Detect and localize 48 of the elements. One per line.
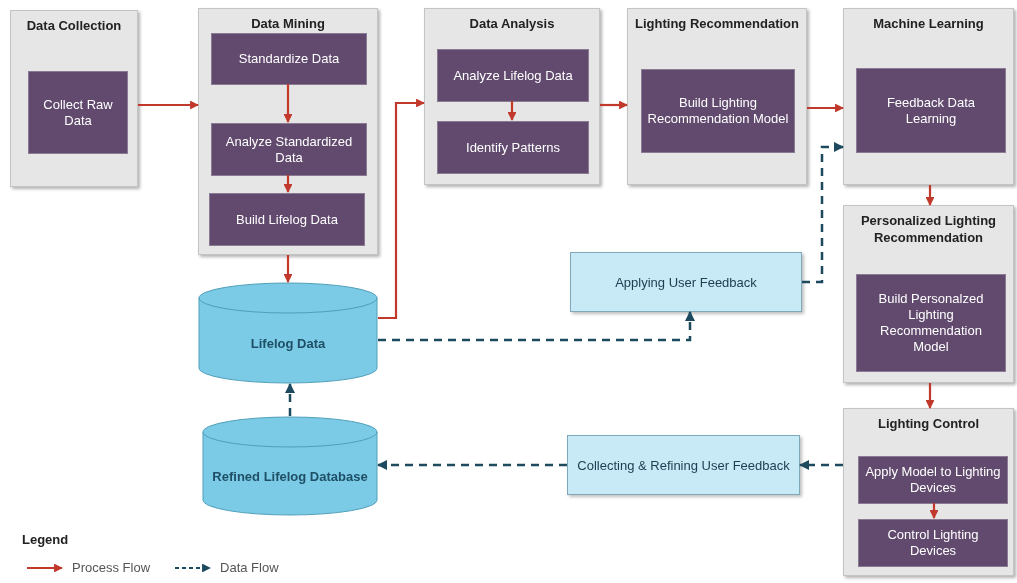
stage-panel — [843, 8, 1014, 185]
arrow — [507, 101, 517, 121]
stage-panel — [198, 8, 378, 255]
process-step: Build Lighting Recommendation Model — [641, 69, 795, 153]
process-box: Applying User Feedback — [570, 252, 802, 312]
legend-title: Legend — [22, 531, 69, 549]
stage-panel — [424, 8, 600, 185]
stage-panel — [843, 205, 1014, 383]
stage-panel — [627, 8, 807, 185]
arrow — [283, 84, 293, 123]
arrow — [802, 142, 844, 284]
process-step: Standardize Data — [211, 33, 367, 85]
arrow — [283, 175, 293, 193]
legend-text: Process Flow — [72, 559, 151, 577]
stage-title: Machine Learning — [872, 15, 985, 32]
process-step: Analyze Lifelog Data — [437, 49, 589, 102]
database-cylinder: Refined Lifelog Database — [202, 416, 378, 516]
arrow — [925, 383, 935, 409]
process-step: Analyze Standardized Data — [211, 123, 367, 176]
process-step: Build Personalzed Lighting Recommendation Model — [856, 274, 1006, 372]
arrow — [285, 383, 295, 416]
arrow — [929, 503, 939, 519]
process-step: Build Lifelog Data — [209, 193, 365, 246]
stage-title: Data Analysis — [468, 15, 556, 32]
stage-panel — [10, 10, 138, 187]
stage-title: Personalized Lighting Recommendation — [859, 212, 998, 246]
arrow — [600, 100, 628, 110]
legend-text: Data Flow — [220, 559, 279, 577]
arrow — [925, 185, 935, 206]
arrow — [378, 98, 425, 320]
stage-title: Data Mining — [250, 15, 326, 32]
process-step: Apply Model to Lighting Devices — [858, 456, 1008, 504]
process-step: Identify Patterns — [437, 121, 589, 174]
process-step: Feedback Data Learning — [856, 68, 1006, 153]
database-cylinder: Lifelog Data — [198, 282, 378, 384]
arrow — [377, 460, 567, 470]
stage-panel — [843, 408, 1014, 576]
arrow — [378, 311, 695, 342]
arrow — [138, 100, 199, 110]
arrow — [807, 103, 844, 113]
arrow — [283, 255, 293, 283]
stage-title: Data Collection — [25, 17, 123, 34]
stage-title: Lighting Recommendation — [634, 15, 800, 32]
process-box: Collecting & Refining User Feedback — [567, 435, 800, 495]
stage-title: Lighting Control — [876, 415, 981, 432]
process-step: Control Lighting Devices — [858, 519, 1008, 567]
arrow — [799, 460, 843, 470]
process-step: Collect Raw Data — [28, 71, 128, 154]
